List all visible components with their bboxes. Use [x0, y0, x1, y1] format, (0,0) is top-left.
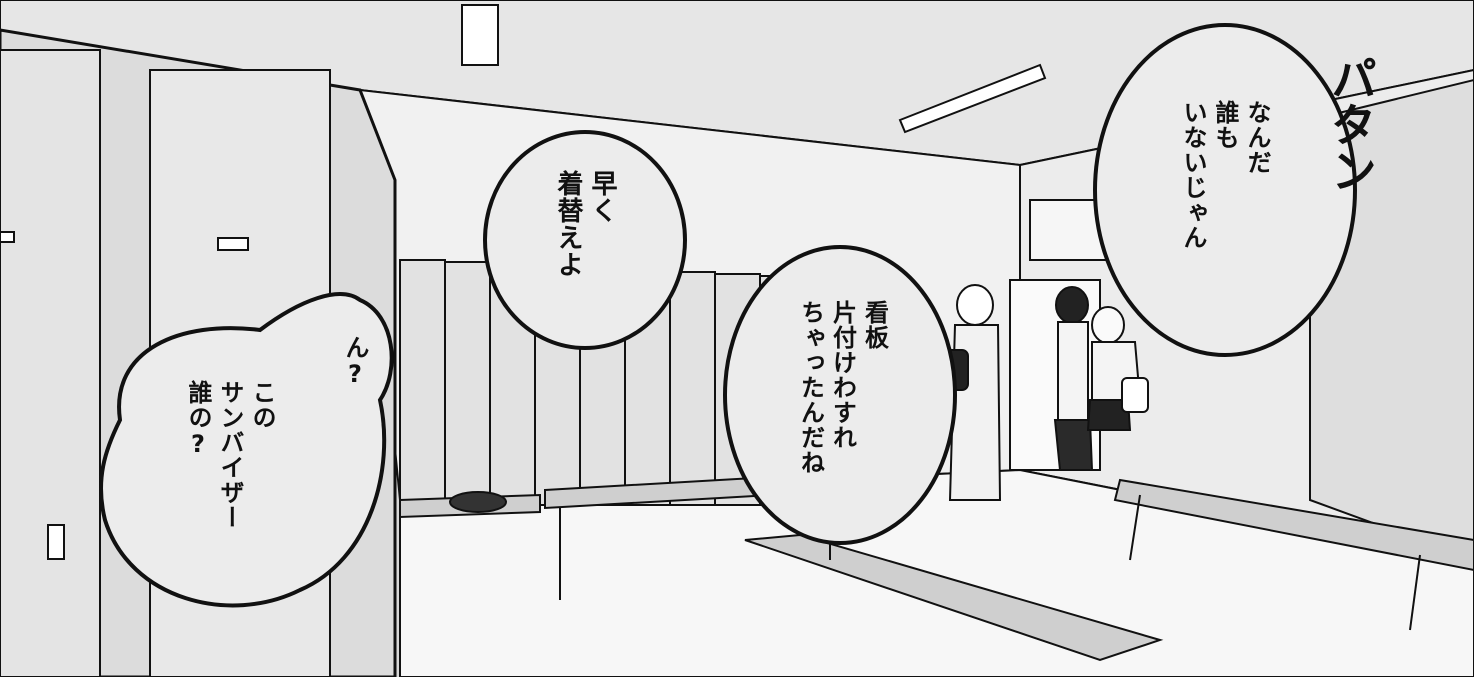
bubble-line: 誰も	[1211, 100, 1239, 150]
locker-nameplate	[217, 237, 249, 251]
bubble-line: 早く	[587, 170, 617, 224]
bubble-line: 誰の?	[184, 380, 212, 459]
locker-nameplate-2	[0, 231, 15, 243]
bubble-line: 着替えよ	[553, 170, 583, 278]
locker-handle-2	[47, 524, 65, 560]
bubble-line: ん?	[341, 335, 369, 389]
sun-visor	[449, 491, 507, 513]
door-sound-effect: パタン	[1324, 55, 1378, 193]
speech-bubble-n: ん?	[335, 335, 375, 405]
speech-bubble-kanban: 看板 片付けわすれ ちゃったんだね	[785, 300, 900, 530]
foreground-locker-door-1	[0, 49, 101, 677]
ceiling-light-1	[461, 4, 499, 66]
bubble-line: いないじゃん	[1179, 100, 1207, 250]
bubble-line: 看板	[860, 300, 889, 350]
bubble-line: サンバイザー	[216, 380, 244, 530]
speech-bubble-nanda: なんだ 誰も いないじゃん	[1160, 100, 1290, 310]
speech-bubble-sunvisor: この サンバイザー 誰の?	[160, 380, 300, 580]
bubble-shapes	[98, 23, 1357, 608]
speech-bubble-hayaku: 早く 着替えよ	[535, 170, 635, 310]
ceiling-light-2	[898, 63, 1047, 134]
bubble-line: なんだ	[1243, 100, 1271, 175]
bubble-line: ちゃったんだね	[796, 300, 825, 475]
bubble-line: 片付けわすれ	[828, 300, 857, 450]
bubble-line: この	[248, 380, 276, 430]
benches	[399, 470, 1474, 662]
